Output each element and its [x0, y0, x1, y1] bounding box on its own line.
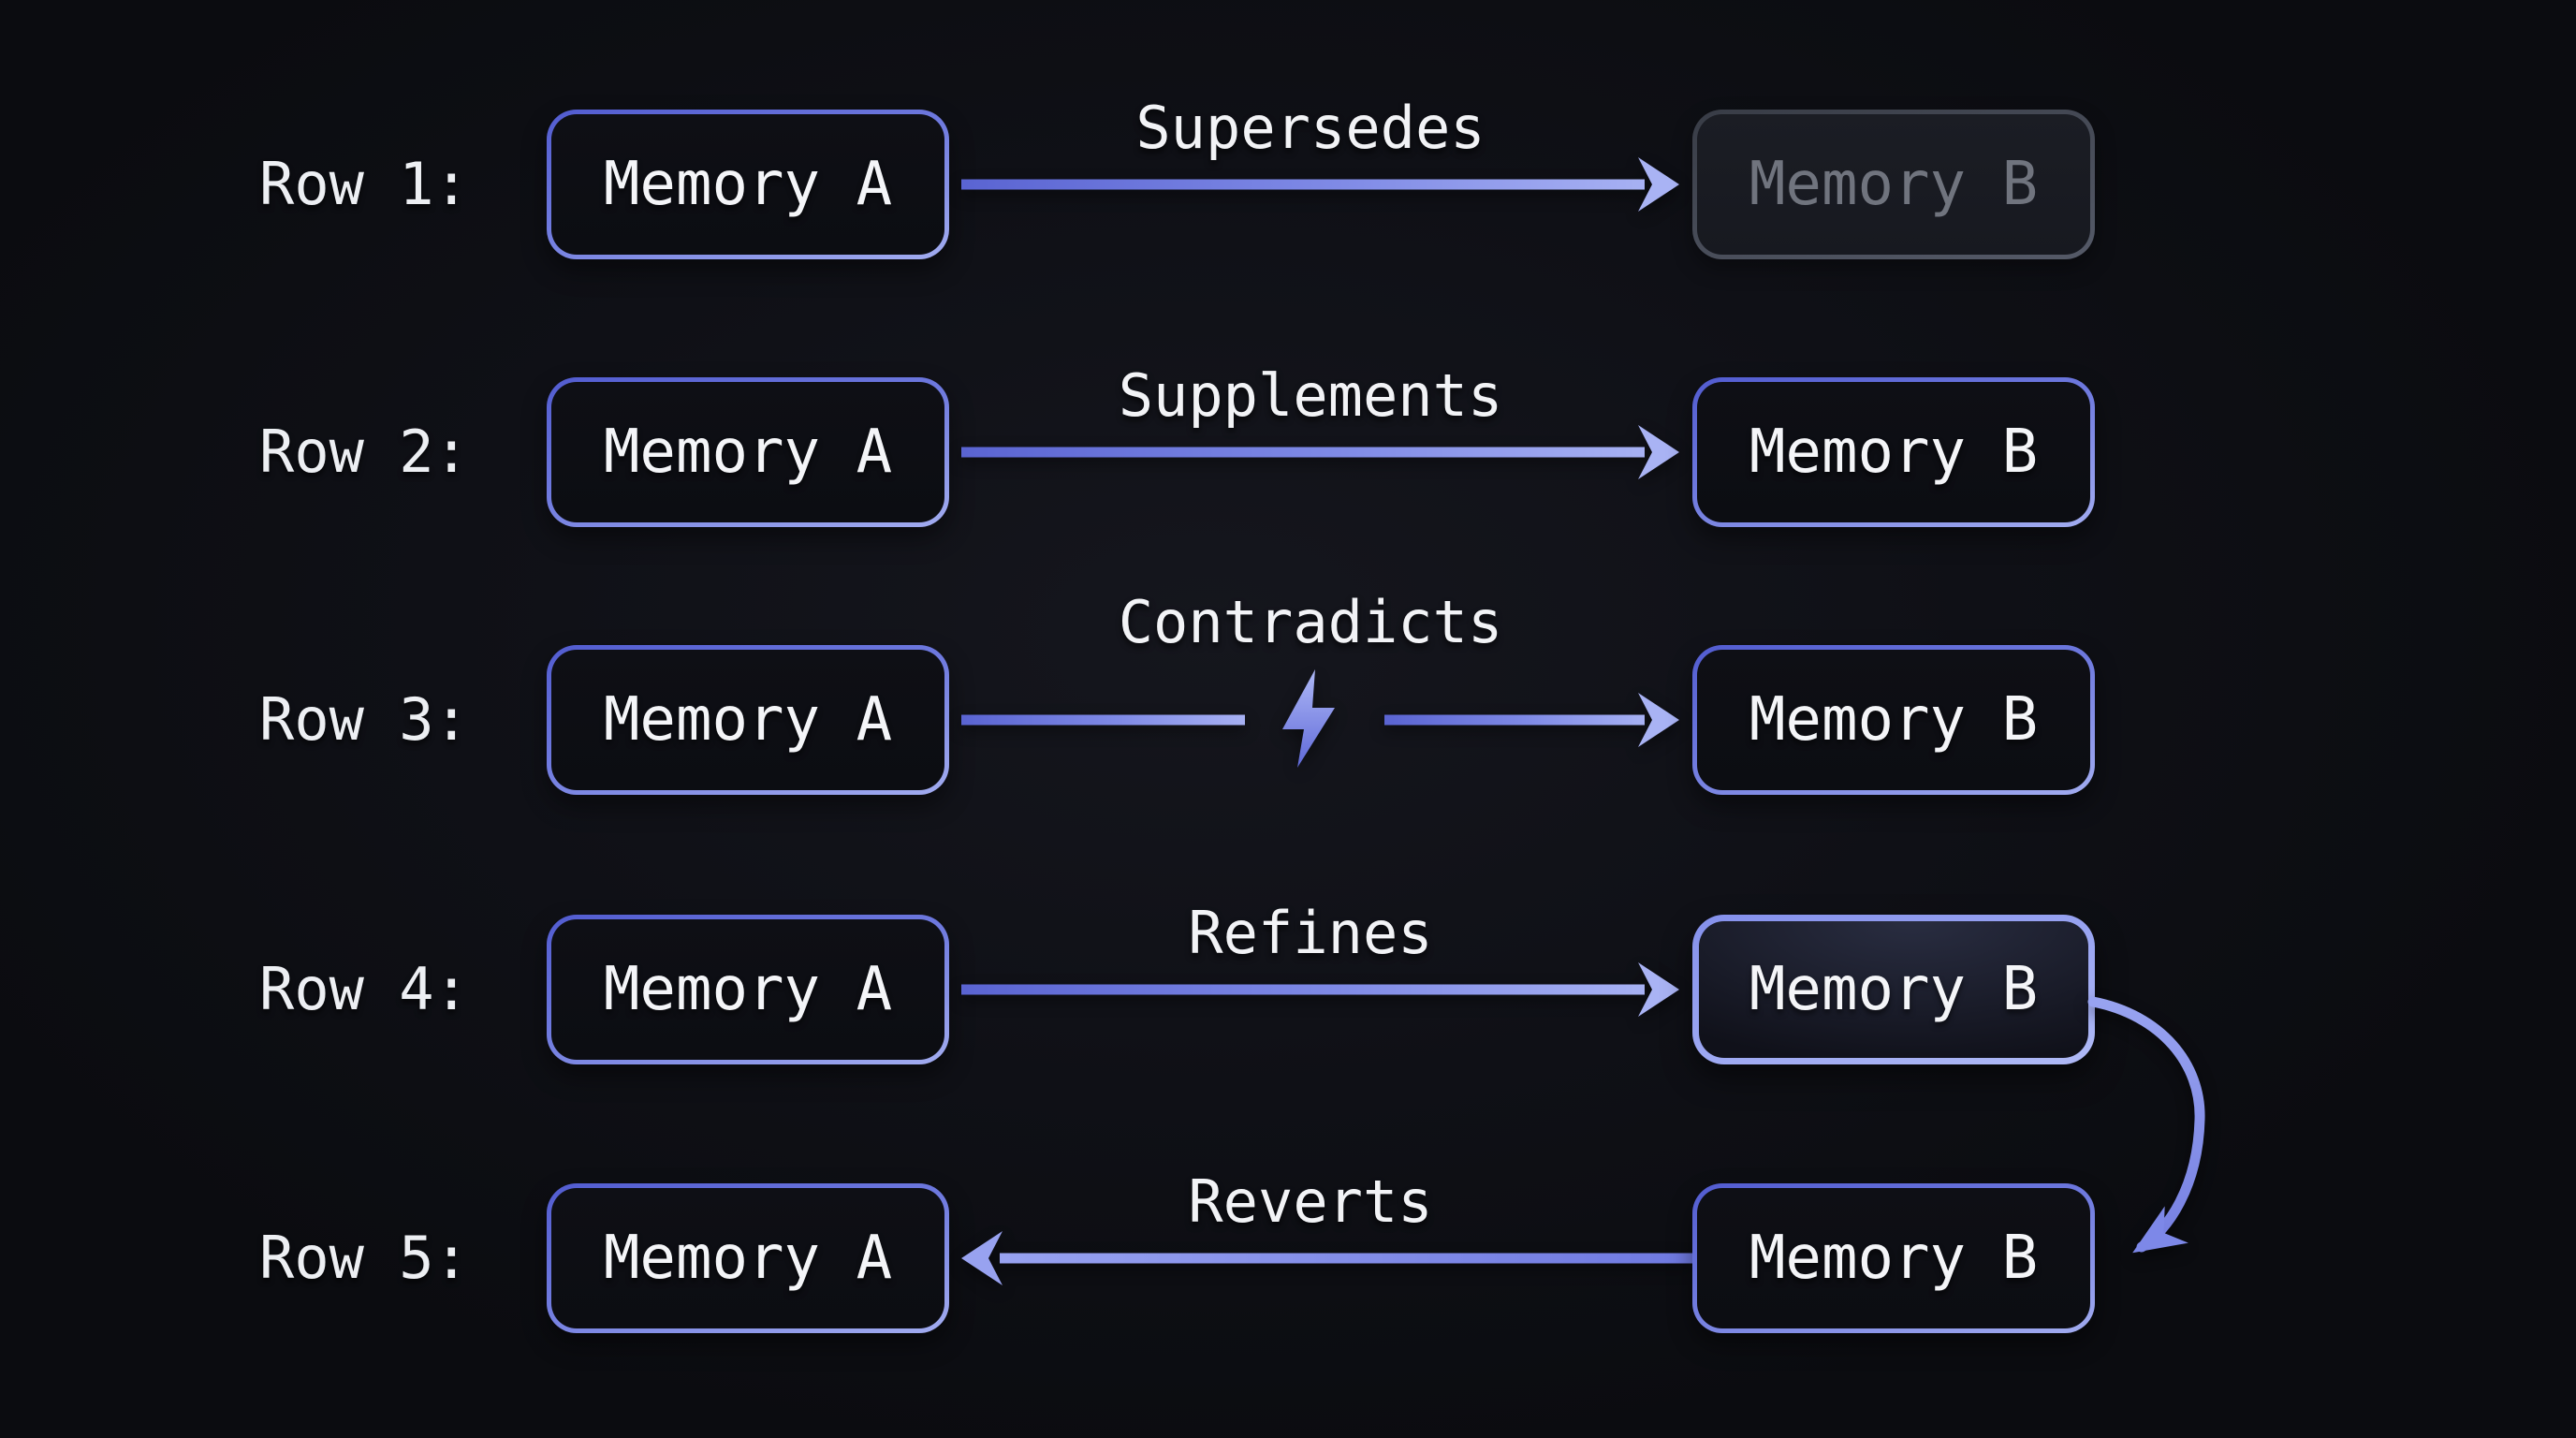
- row-1-memory-b-text: Memory B: [1749, 150, 2039, 219]
- row-3-relation-label: Contradicts: [1118, 588, 1503, 656]
- row-2-memory-b-node: Memory B: [1692, 377, 2095, 527]
- row-3-arrow-right: [961, 669, 1679, 768]
- row-4-relation-label: Refines: [1188, 899, 1433, 967]
- row-1-memory-a-text: Memory A: [603, 150, 893, 219]
- row-2-memory-a-text: Memory A: [603, 418, 893, 487]
- row-1-memory-a-node: Memory A: [547, 110, 949, 259]
- row-5-memory-a-text: Memory A: [603, 1224, 893, 1293]
- row-3-memory-a-node: Memory A: [547, 645, 949, 795]
- row-4-memory-a-node: Memory A: [547, 915, 949, 1064]
- row-2-label: Row 2:: [259, 418, 469, 486]
- curved-loop-arrow: [2087, 996, 2205, 1254]
- row-1-label: Row 1:: [259, 150, 469, 218]
- lightning-bolt-icon: [1282, 669, 1335, 768]
- row-1-arrow-right: [961, 157, 1679, 212]
- row-2-relation-label: Supplements: [1118, 361, 1503, 430]
- row-2-arrow-right: [961, 425, 1679, 479]
- row-4-memory-b-node: Memory B: [1692, 915, 2095, 1064]
- row-4-memory-b-text: Memory B: [1749, 955, 2039, 1024]
- row-4-memory-a-text: Memory A: [603, 955, 893, 1024]
- row-5-memory-b-text: Memory B: [1749, 1224, 2039, 1293]
- row-3-memory-a-text: Memory A: [603, 685, 893, 755]
- row-1-relation-label: Supersedes: [1135, 94, 1486, 162]
- row-5-relation-label: Reverts: [1188, 1167, 1433, 1236]
- row-1-memory-b-node: Memory B: [1692, 110, 2095, 259]
- row-2-memory-a-node: Memory A: [547, 377, 949, 527]
- row-5-memory-a-node: Memory A: [547, 1183, 949, 1333]
- row-5-arrow-left: [961, 1231, 1692, 1285]
- row-4-arrow-right: [961, 962, 1679, 1017]
- row-4-label: Row 4:: [259, 955, 469, 1023]
- row-5-memory-b-node: Memory B: [1692, 1183, 2095, 1333]
- row-3-memory-b-node: Memory B: [1692, 645, 2095, 795]
- row-5-label: Row 5:: [259, 1224, 469, 1292]
- row-2-memory-b-text: Memory B: [1749, 418, 2039, 487]
- row-3-label: Row 3:: [259, 685, 469, 754]
- row-3-memory-b-text: Memory B: [1749, 685, 2039, 755]
